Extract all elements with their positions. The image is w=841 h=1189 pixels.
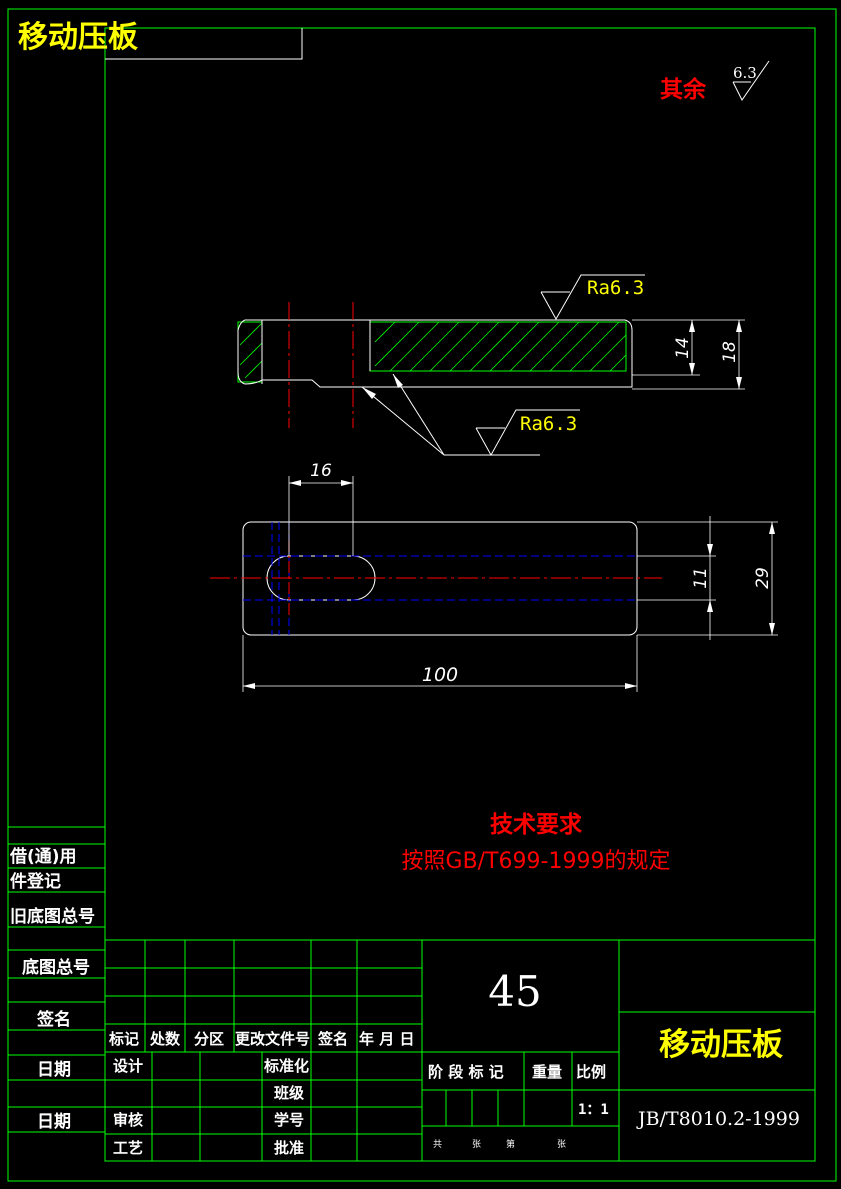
roughness-note-label: 其余 <box>660 76 707 103</box>
label-process: 工艺 <box>113 1139 143 1157</box>
tech-req-text: 按照GB/T699-1999的规定 <box>402 849 671 874</box>
header-zone: 分区 <box>194 1030 224 1048</box>
roughness-leader <box>361 373 580 457</box>
roughness-callout-top-label: Ra6.3 <box>587 277 644 299</box>
header-change-doc: 更改文件号 <box>235 1030 310 1048</box>
label-class: 班级 <box>274 1084 305 1102</box>
label-weight: 重量 <box>532 1063 562 1081</box>
side-label-borrow: 借(通)用 <box>9 846 77 867</box>
sheet-total-unit: 张 <box>472 1139 481 1150</box>
roughness-symbol-general <box>732 60 770 101</box>
side-label-signature: 签名 <box>36 1009 71 1030</box>
inner-frame <box>104 27 816 1162</box>
dim-thickness-outer: 18 <box>720 341 740 363</box>
sheet-no-label: 第 <box>506 1138 515 1150</box>
dim-plate-width: 29 <box>753 567 773 589</box>
outer-frame <box>7 8 837 1182</box>
side-label-date-2: 日期 <box>37 1112 71 1132</box>
side-label-drawing-no: 底图总号 <box>22 957 90 978</box>
section-view: 14 18 Ra6.3 Ra6.3 <box>237 274 745 457</box>
scale-value: 1：1 <box>578 1102 609 1118</box>
label-standardization: 标准化 <box>263 1057 309 1075</box>
side-label-old-drawing: 旧底图总号 <box>10 906 95 927</box>
revision-header: 标记 处数 分区 更改文件号 签名 年 月 日 <box>108 1030 414 1048</box>
side-label-register: 件登记 <box>10 871 61 892</box>
roughness-callout-top <box>540 274 645 321</box>
section-hatch-box-right <box>369 321 627 372</box>
header-mark: 标记 <box>108 1030 139 1048</box>
section-outline <box>237 319 633 388</box>
corner-title: 移动压板 <box>18 20 138 55</box>
approval-labels: 设计 审核 工艺 标准化 班级 学号 批准 <box>113 1057 309 1157</box>
corner-title-box <box>105 28 303 60</box>
plan-view: 16 11 29 100 <box>210 461 778 692</box>
part-name: 移动压板 <box>659 1027 783 1063</box>
title-block <box>105 939 815 1161</box>
label-approve: 批准 <box>274 1139 304 1157</box>
roughness-callout-bottom-label: Ra6.3 <box>520 413 577 435</box>
dim-slot-length: 16 <box>310 461 332 481</box>
side-table-labels: 借(通)用 件登记 旧底图总号 底图总号 签名 日期 日期 <box>9 846 95 1132</box>
side-label-date-1: 日期 <box>37 1060 71 1080</box>
sheet-total-label: 共 <box>433 1139 442 1150</box>
label-design: 设计 <box>113 1057 143 1075</box>
header-count: 处数 <box>149 1030 181 1048</box>
label-student-id: 学号 <box>274 1111 304 1129</box>
tech-req-title: 技术要求 <box>490 812 582 838</box>
dim-plate-length: 100 <box>422 664 458 686</box>
sheet-no-unit: 张 <box>557 1139 566 1150</box>
dim-slot-width: 11 <box>691 567 711 589</box>
dim-thickness-inner: 14 <box>673 337 693 359</box>
section-hatch <box>239 321 627 379</box>
standard-number: JB/T8010.2-1999 <box>636 1108 800 1130</box>
header-signature: 签名 <box>317 1030 348 1048</box>
label-scale: 比例 <box>576 1063 606 1081</box>
label-stage: 阶 段 标 记 <box>428 1063 504 1081</box>
roughness-note-value: 6.3 <box>733 64 757 82</box>
material: 45 <box>488 967 541 1016</box>
header-date: 年 月 日 <box>359 1030 414 1048</box>
sheet-info: 共 张 第 张 <box>433 1138 566 1150</box>
label-review: 审核 <box>113 1111 143 1129</box>
stage-row: 阶 段 标 记 重量 比例 1：1 <box>428 1063 609 1118</box>
side-table <box>8 826 105 1133</box>
